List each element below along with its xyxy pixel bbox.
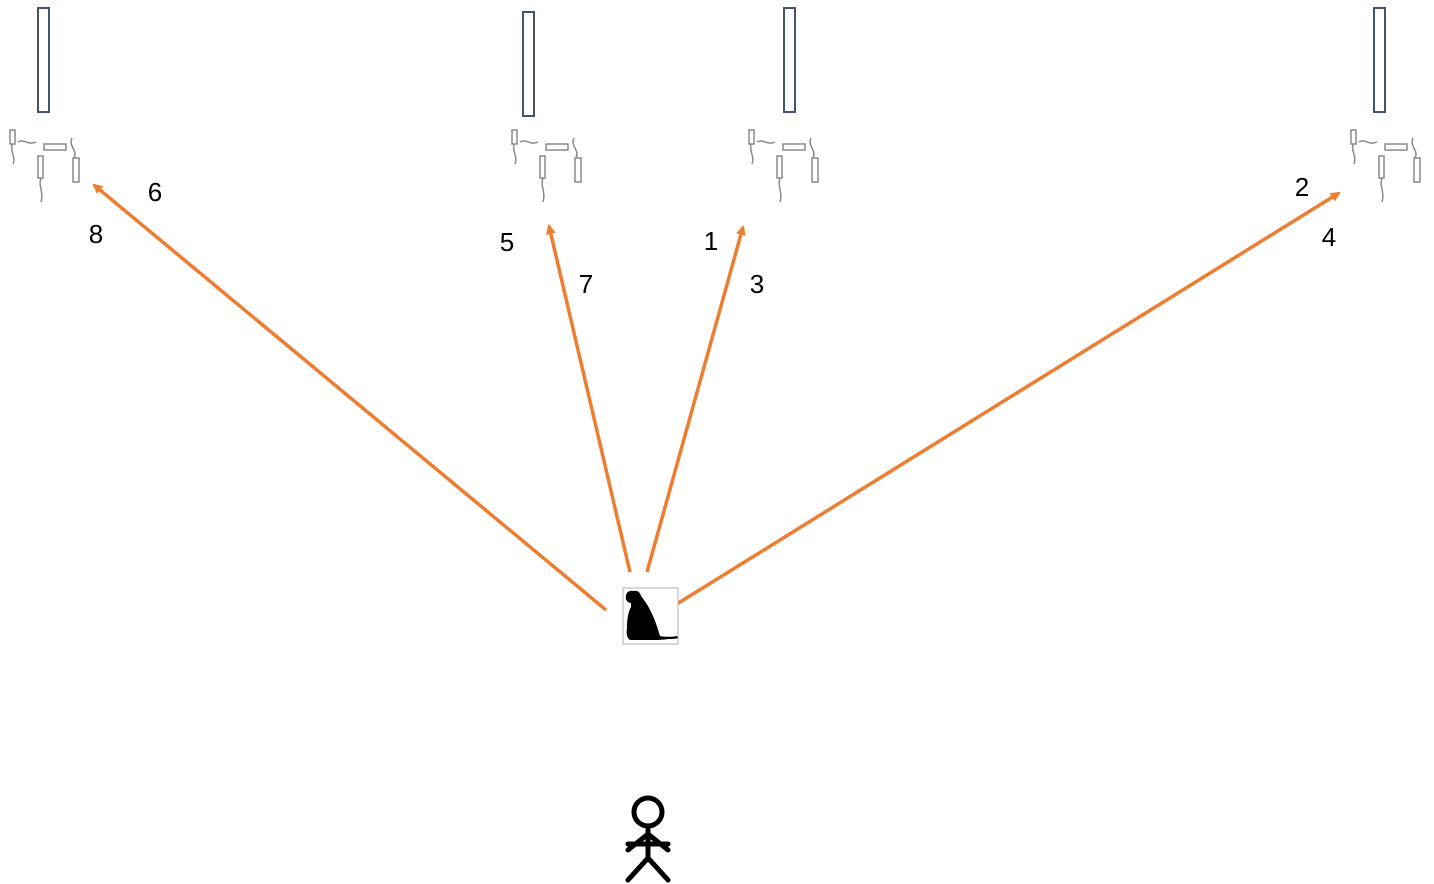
panels xyxy=(37,7,1386,117)
stick-figure-person-icon xyxy=(625,795,671,883)
arrow-to-far-left xyxy=(92,183,608,612)
stand-center-right xyxy=(748,129,819,203)
label-far-right-bottom: 4 xyxy=(1322,222,1336,252)
arrow-to-center-right xyxy=(645,225,746,573)
station-labels: 6 8 5 7 1 3 2 4 xyxy=(89,172,1336,299)
arrows xyxy=(92,183,1341,612)
panel-far-left xyxy=(37,7,50,113)
arrow-to-far-right xyxy=(671,191,1341,609)
stand-far-right xyxy=(1350,129,1421,203)
label-center-left-bottom: 7 xyxy=(579,269,593,299)
dog-silhouette-icon xyxy=(622,587,679,645)
label-far-right-top: 2 xyxy=(1295,172,1309,202)
label-center-right-top: 1 xyxy=(704,226,718,256)
label-far-left-top: 6 xyxy=(148,177,162,207)
panel-far-right xyxy=(1373,7,1386,113)
label-center-right-bottom: 3 xyxy=(750,269,764,299)
stand-far-left xyxy=(9,129,80,203)
panel-center-right xyxy=(783,7,796,113)
label-far-left-bottom: 8 xyxy=(89,219,103,249)
stand-center-left xyxy=(511,129,582,203)
panel-center-left xyxy=(522,11,535,117)
arrow-to-center-left xyxy=(545,224,632,573)
label-center-left-top: 5 xyxy=(500,227,514,257)
